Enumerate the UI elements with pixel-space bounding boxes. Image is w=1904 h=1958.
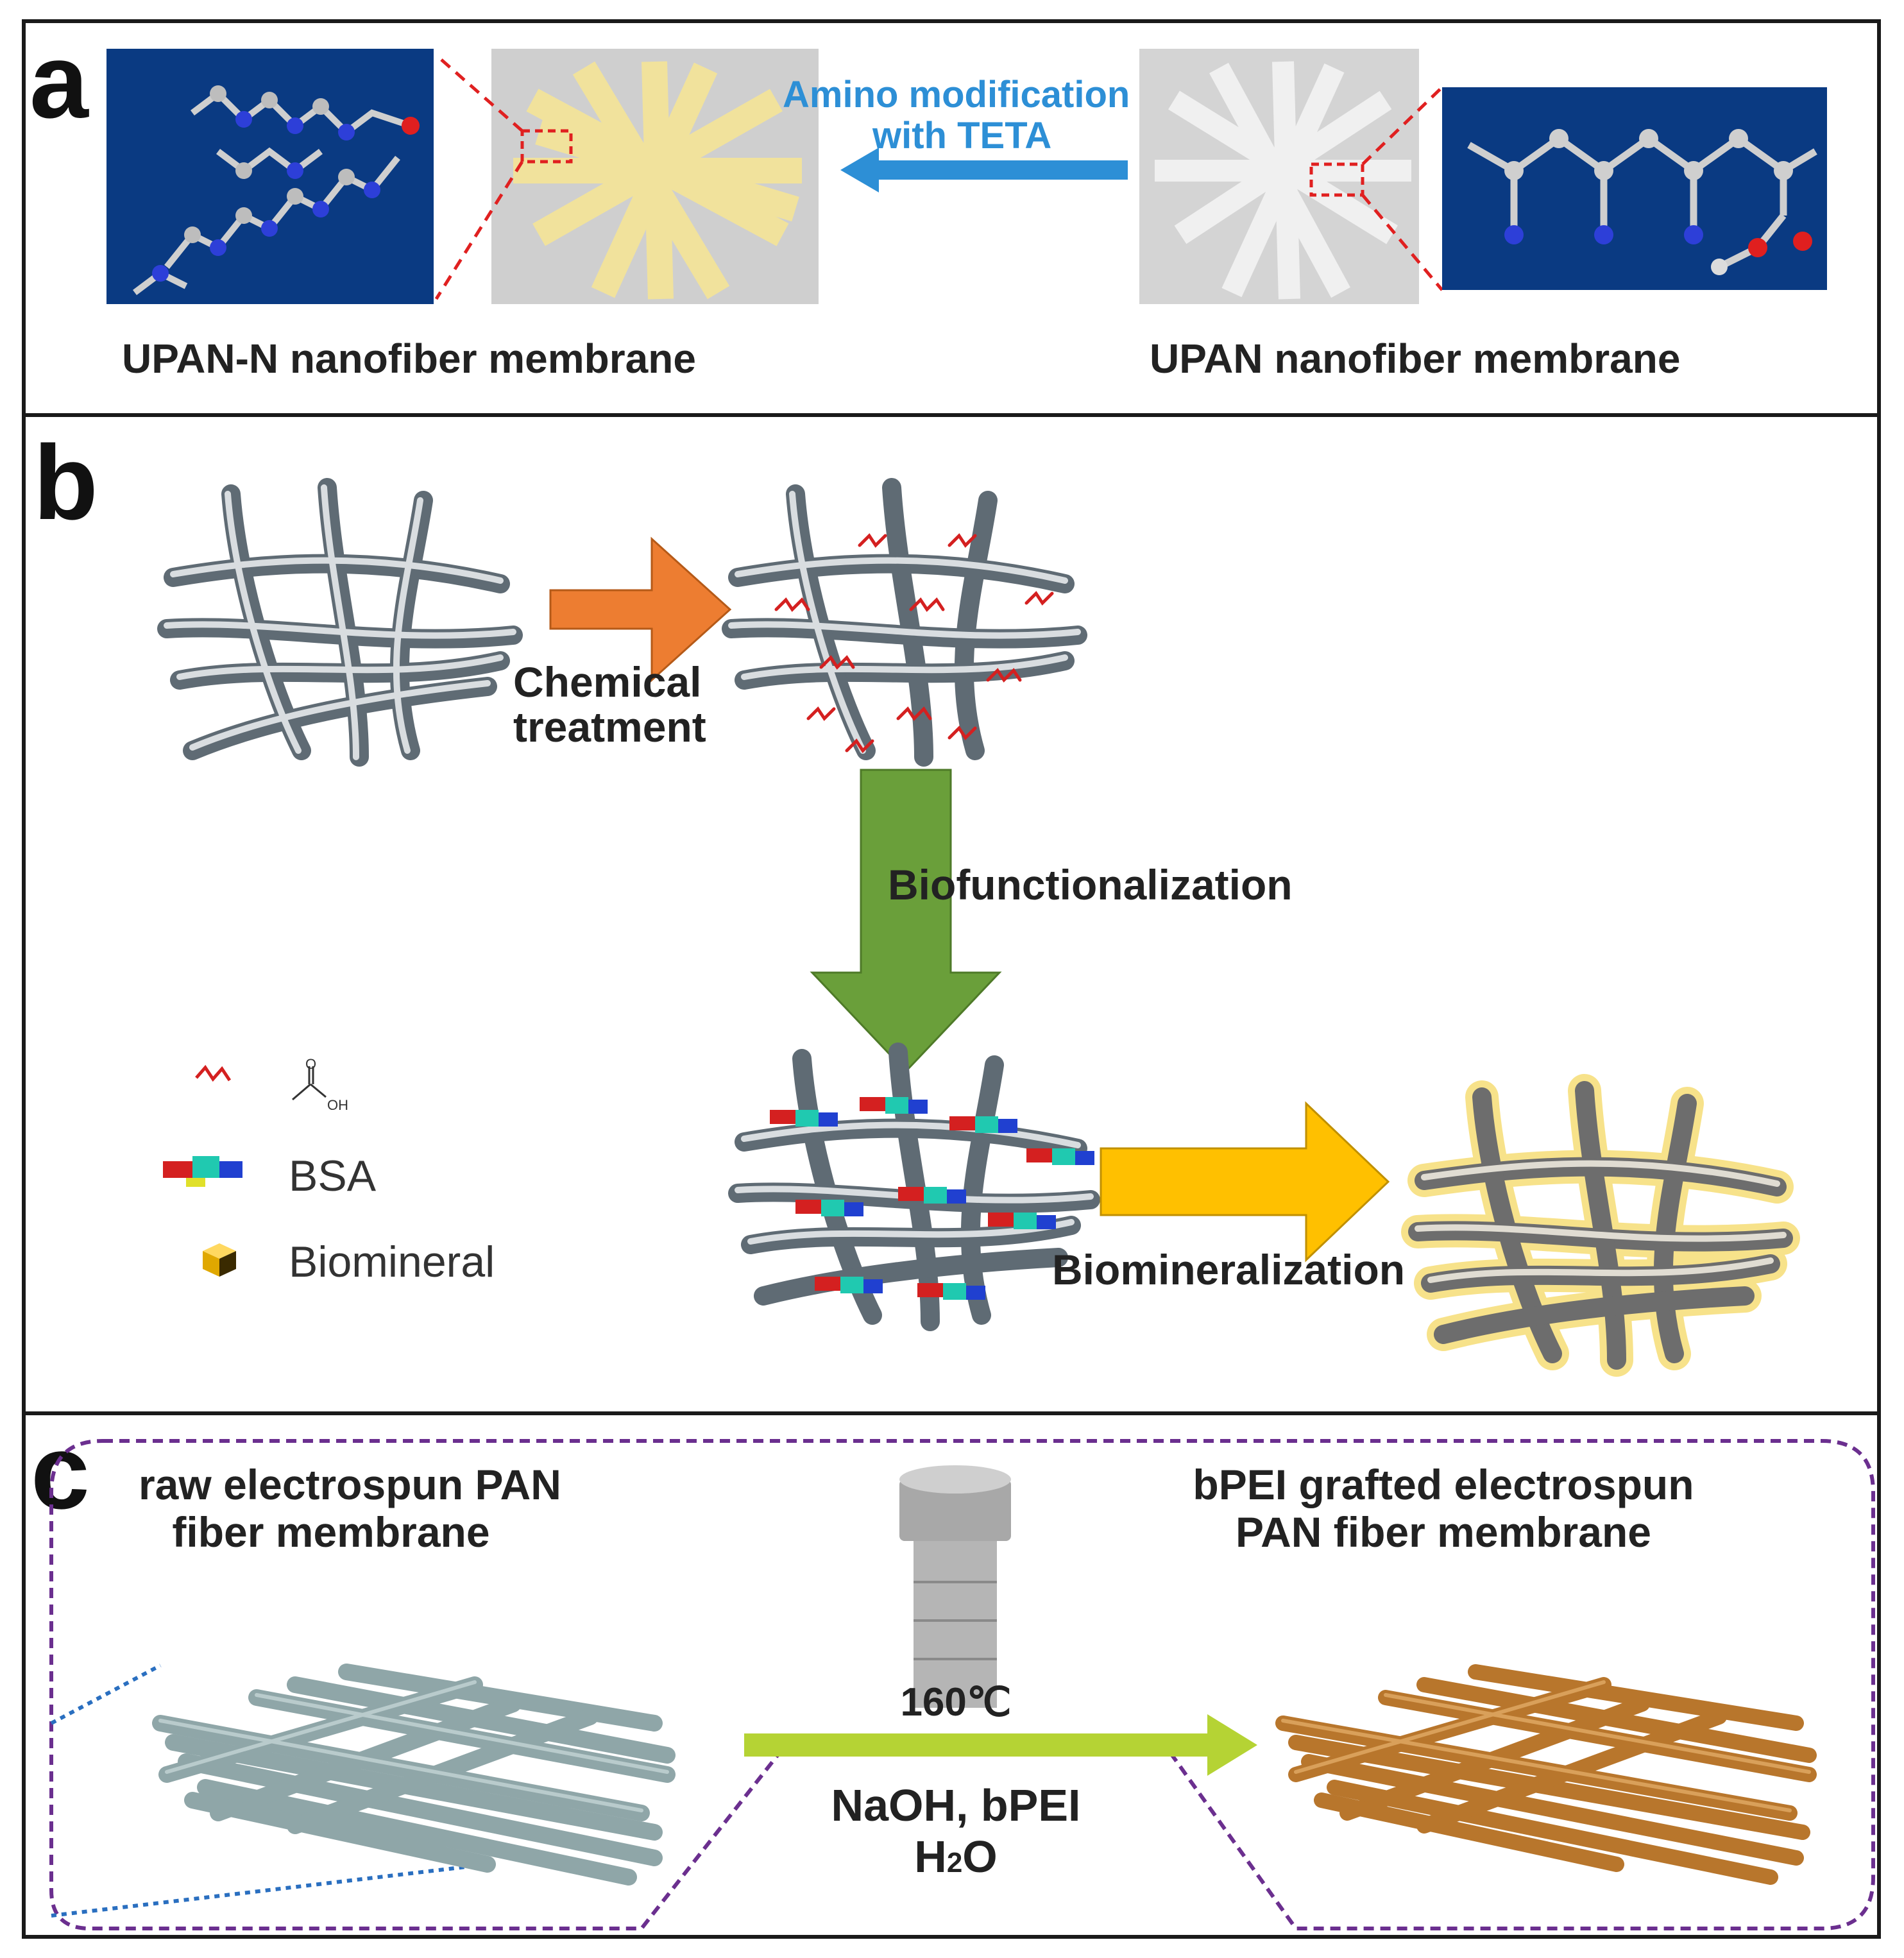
chemical-treatment-label-1: Chemical <box>513 658 702 706</box>
panel-b-graphics <box>157 478 1800 1377</box>
upan-molecule-image <box>1442 87 1827 290</box>
legend-acid-oh-label: OH <box>327 1097 348 1113</box>
upan-n-caption: UPAN-N nanofiber membrane <box>122 336 696 382</box>
biofunctionalization-arrow <box>810 769 1002 1073</box>
panel-a-graphics <box>106 49 1827 304</box>
panel-letter-b: b <box>33 423 98 541</box>
panel-c: c <box>22 1411 1881 1939</box>
panel-c-graphics <box>49 1439 1875 1930</box>
upan-n-membrane-image <box>491 49 819 304</box>
raw-pan-fiber-stack <box>152 1664 676 1886</box>
panel-b: b <box>22 413 1881 1415</box>
bpei-pan-title-1: bPEI grafted electrospun <box>1193 1461 1694 1508</box>
raw-fiber-mesh <box>157 478 523 767</box>
bsa-fiber-mesh <box>728 1043 1100 1331</box>
biomineralization-label: Biomineralization <box>1052 1246 1406 1293</box>
raw-pan-title-2: fiber membrane <box>172 1508 490 1556</box>
biomineralization-arrow <box>1100 1101 1390 1263</box>
legend-acid-o-label: O <box>305 1056 317 1072</box>
upan-n-molecule-image <box>106 49 434 304</box>
temperature-label: 160℃ <box>900 1680 1012 1724</box>
autoclave-icon <box>899 1465 1011 1708</box>
legend-carboxylic-acid-icon <box>292 1066 327 1101</box>
amino-modification-label: Amino modification <box>783 74 1130 115</box>
solvent-subscript: 2 <box>946 1847 963 1878</box>
grafting-arrow <box>744 1714 1257 1776</box>
legend-biomineral-label: Biomineral <box>289 1238 495 1286</box>
with-teta-label: with TETA <box>872 115 1052 157</box>
solvent-o: O <box>962 1832 998 1882</box>
legend-bsa-label: BSA <box>289 1152 377 1200</box>
bpei-pan-title-2: PAN fiber membrane <box>1236 1508 1651 1556</box>
amino-modification-arrow <box>840 148 1128 192</box>
mineralized-fiber-mesh <box>1401 1074 1800 1377</box>
solvent-h: H <box>914 1832 947 1882</box>
panel-letter-c: c <box>31 1413 90 1531</box>
legend-carboxyl-chain-icon <box>195 1064 232 1082</box>
chemical-treatment-label-2: treatment <box>513 703 706 751</box>
zoom-lines-c <box>50 1664 488 1918</box>
solvent-label: H2O <box>828 1831 1084 1882</box>
panel-letter-a: a <box>30 22 89 140</box>
legend-biomineral-icon <box>203 1243 236 1277</box>
upan-caption: UPAN nanofiber membrane <box>1150 336 1681 382</box>
biofunctionalization-label: Biofunctionalization <box>888 861 1293 908</box>
chemical-treatment-arrow <box>549 536 732 683</box>
panel-a: a <box>22 19 1881 417</box>
grafted-fiber-stack <box>1275 1664 1817 1885</box>
dashed-outline <box>49 1439 1875 1930</box>
raw-pan-title-1: raw electrospun PAN <box>139 1461 561 1508</box>
reagents-label: NaOH, bPEI <box>831 1780 1081 1830</box>
zoom-lines-right <box>1361 86 1443 291</box>
upan-membrane-image <box>1139 49 1419 304</box>
legend-bsa-icon <box>163 1156 242 1187</box>
carboxylated-fiber-mesh <box>722 478 1087 767</box>
zoom-lines-left <box>434 54 524 300</box>
